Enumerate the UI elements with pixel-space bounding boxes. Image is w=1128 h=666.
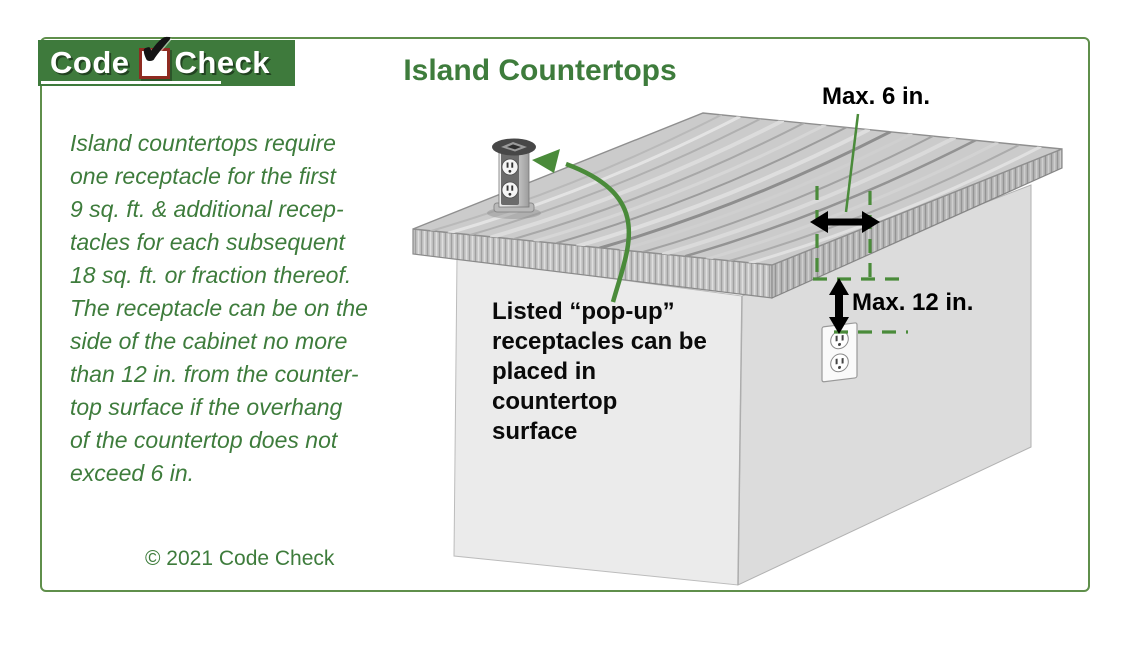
logo-checkbox: ✔ — [138, 28, 175, 79]
code-note-text: Island countertops require one receptacl… — [70, 127, 420, 490]
note-line: tacles for each subsequent — [70, 229, 345, 255]
note-line: 9 sq. ft. & additional recep- — [70, 196, 344, 222]
popup-note-label: Listed “pop-up” receptacles can be place… — [492, 297, 707, 447]
checkmark-icon: ✔ — [139, 25, 175, 73]
code-check-logo: Code ✔ Check — [38, 28, 295, 86]
note-line: 18 sq. ft. or fraction thereof. — [70, 262, 352, 288]
overhang-dashed-lines — [813, 186, 908, 334]
curved-arrow-icon — [565, 161, 632, 303]
curved-arrow-head — [532, 149, 560, 173]
double-arrow-horizontal-icon — [810, 211, 880, 233]
duplex-outlet-icon — [821, 322, 858, 383]
popup-note-line: Listed “pop-up” — [492, 298, 675, 325]
note-line: side of the cabinet no more — [70, 328, 348, 354]
pop-up-receptacle-icon — [487, 138, 541, 219]
logo-word-code: Code — [50, 45, 130, 80]
note-line: one receptacle for the first — [70, 163, 336, 189]
page-title: Island Countertops — [403, 54, 677, 87]
countertop-grain — [430, 114, 1042, 265]
popup-note-line: receptacles can be — [492, 328, 707, 355]
note-line: than 12 in. from the counter- — [70, 361, 359, 387]
max-6-label: Max. 6 in. — [821, 83, 931, 110]
popup-note-line: surface — [492, 418, 578, 445]
note-line: exceed 6 in. — [70, 460, 195, 486]
max-12-label: Max. 12 in. — [852, 289, 974, 316]
double-arrow-vertical-icon — [829, 278, 849, 334]
note-line: The receptacle can be on the — [70, 295, 368, 321]
note-line: top surface if the overhang — [70, 394, 343, 420]
popup-note-line: placed in — [492, 358, 597, 385]
cabinet-corner-edge — [737, 295, 743, 586]
logo-word-check: Check — [174, 45, 271, 80]
copyright-text: © 2021 Code Check — [145, 547, 335, 570]
popup-note-line: countertop — [492, 388, 618, 415]
note-line: Island countertops require — [70, 130, 336, 156]
note-line: of the countertop does not — [70, 427, 338, 453]
logo-underline — [41, 81, 221, 84]
countertop-edge-right-shade — [772, 149, 1062, 298]
max6-leader-line — [844, 113, 860, 213]
